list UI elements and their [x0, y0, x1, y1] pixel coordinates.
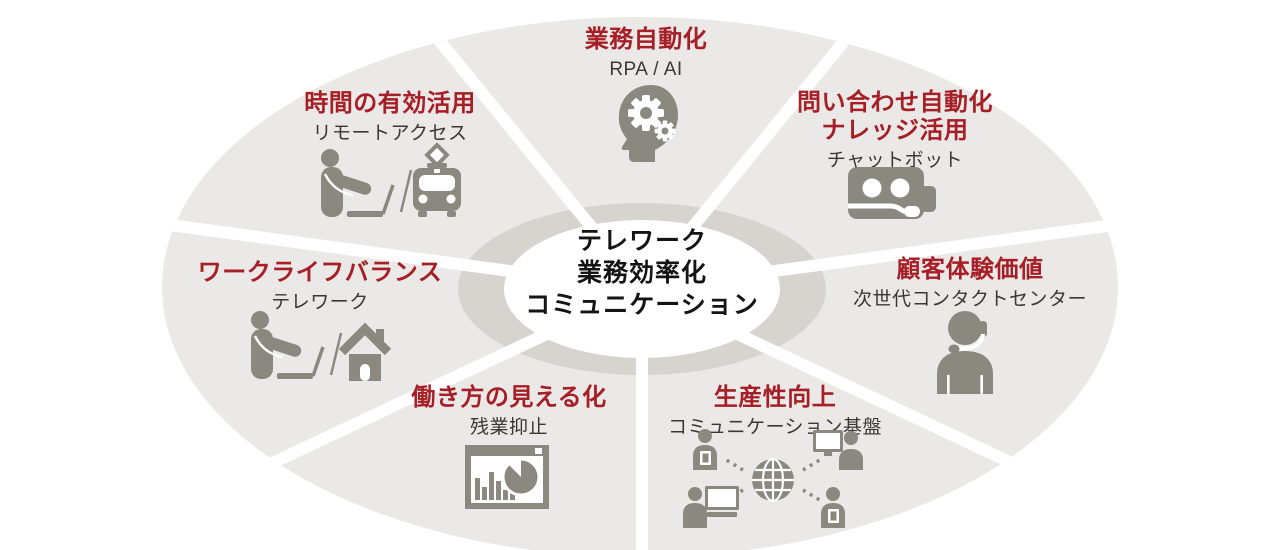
segment-work-visualization: 働き方の見える化 残業抑止 [411, 384, 606, 441]
segment-subtitle: 残業抑止 [469, 417, 548, 438]
chatbot-robot-icon [848, 167, 936, 219]
center-ellipse [504, 220, 780, 358]
segment-business-automation: 業務自動化 RPA / AI [585, 26, 708, 83]
remote-access-commute-icon [321, 142, 461, 217]
contact-center-agent-icon [937, 311, 993, 394]
network-collaboration-icon [683, 429, 863, 528]
segment-title-line2: ナレッジ活用 [821, 117, 969, 144]
segment-subtitle: リモートアクセス [312, 123, 468, 144]
segment-title: 顧客体験価値 [896, 256, 1044, 283]
segment-title: 時間の有効活用 [304, 90, 476, 117]
center-line-1: テレワーク [576, 227, 708, 255]
segment-inquiry-automation: 問い合わせ自動化 ナレッジ活用 チャットボット [797, 89, 993, 174]
segment-subtitle: チャットボット [826, 150, 964, 171]
segment-title: 問い合わせ自動化 [797, 89, 993, 116]
telework-home-icon [251, 311, 391, 381]
center-line-2: 業務効率化 [576, 259, 708, 287]
head-gears-icon [618, 85, 678, 162]
segment-customer-experience: 顧客体験価値 次世代コンタクトセンター [853, 256, 1087, 313]
center-line-3: コミュニケーション [525, 291, 759, 319]
segment-time-utilization: 時間の有効活用 リモートアクセス [304, 90, 476, 147]
segment-work-life-balance: ワークライフバランス テレワーク [198, 259, 443, 316]
segment-subtitle: テレワーク [271, 292, 369, 313]
segment-title: 生産性向上 [713, 384, 837, 411]
segment-title: 業務自動化 [584, 26, 708, 53]
segment-subtitle: 次世代コンタクトセンター [852, 289, 1088, 310]
center-label: テレワーク 業務効率化 コミュニケーション [525, 225, 759, 321]
segment-title: ワークライフバランス [197, 259, 443, 286]
analytics-chart-icon [465, 445, 549, 509]
segment-title: 働き方の見える化 [411, 384, 607, 411]
segment-subtitle: RPA / AI [609, 59, 683, 80]
